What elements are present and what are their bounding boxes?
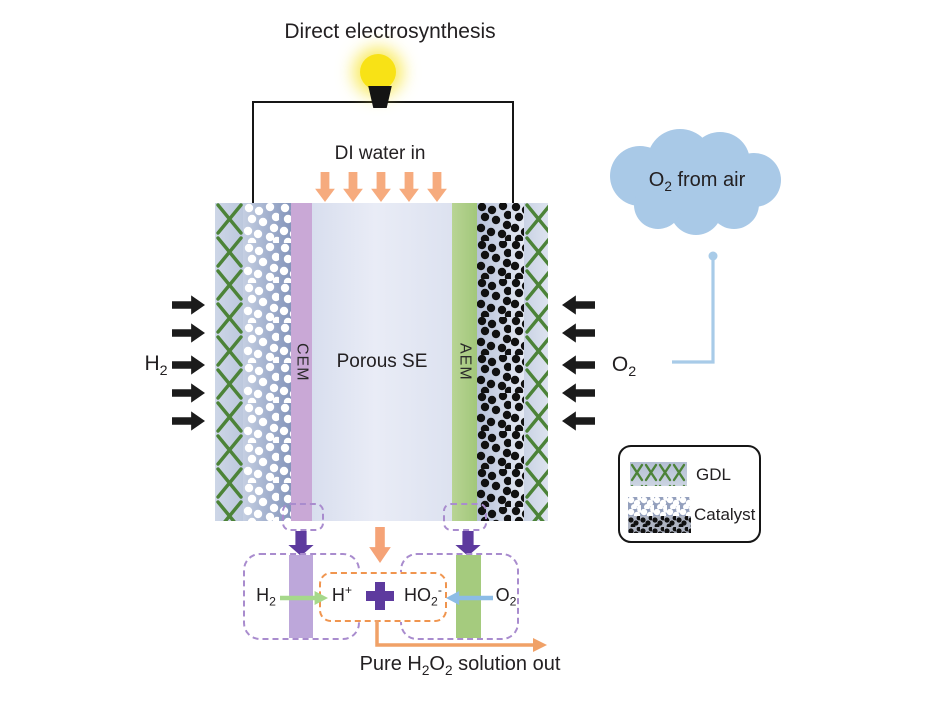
diagram-title: Direct electrosynthesis [284, 20, 496, 43]
h2-flow-arrow [172, 323, 205, 343]
h2-flow-arrow [172, 411, 205, 431]
o2-flow-arrow [562, 295, 595, 315]
cloud-icon [610, 129, 781, 235]
legend-box: GDL Catalyst [618, 445, 761, 543]
product-outlet-label: Pure H2O2 solution out [359, 653, 561, 678]
legend-gdl-swatch [630, 462, 687, 486]
cathode-catalyst-layer [477, 203, 524, 521]
o2-flow-arrow [562, 411, 595, 431]
anode-catalyst-layer [243, 203, 291, 521]
reaction-hplus-label: H+ [331, 583, 353, 605]
cem-outlet-tap [282, 503, 324, 531]
cem-membrane: CEM [291, 203, 312, 521]
gdl-right-layer [524, 203, 548, 521]
h2-inlet-label: H2 [144, 352, 168, 380]
o2-inlet-label: O2 [611, 353, 637, 381]
h2-flow-arrow [172, 295, 205, 315]
aem-outlet-tap [443, 503, 487, 531]
lightbulb-icon [360, 54, 396, 90]
lightbulb-base-icon [368, 86, 392, 108]
legend-catalyst-label: Catalyst [694, 505, 756, 524]
reaction-h2-label: H2 [256, 585, 276, 609]
product-outlet-arrow [375, 620, 547, 652]
legend-catalyst-swatch [628, 497, 691, 533]
aem-label: AEM [456, 343, 474, 381]
air-supply-connector [672, 251, 718, 364]
o2-flow-arrow [562, 355, 595, 375]
h2-flow-arrow [172, 383, 205, 403]
o2-from-air-label: O2 from air [648, 169, 746, 194]
aem-membrane: AEM [452, 203, 477, 521]
reaction-o2-label: O2 [495, 585, 517, 609]
electrolysis-cell: CEM Porous SE AEM [215, 203, 548, 521]
di-water-in-label: DI water in [334, 143, 426, 164]
porous-se-layer: Porous SE [312, 203, 452, 521]
o2-flow-arrow [562, 323, 595, 343]
water-transfer-arrow [369, 527, 391, 563]
legend-gdl-label: GDL [696, 465, 731, 484]
cem-label: CEM [293, 342, 311, 382]
reaction-ho2-label: HO2- [404, 583, 442, 609]
porous-se-label: Porous SE [336, 351, 428, 372]
plus-icon: + [366, 582, 394, 610]
o2-flow-arrow [562, 383, 595, 403]
gdl-left-layer [215, 203, 243, 521]
